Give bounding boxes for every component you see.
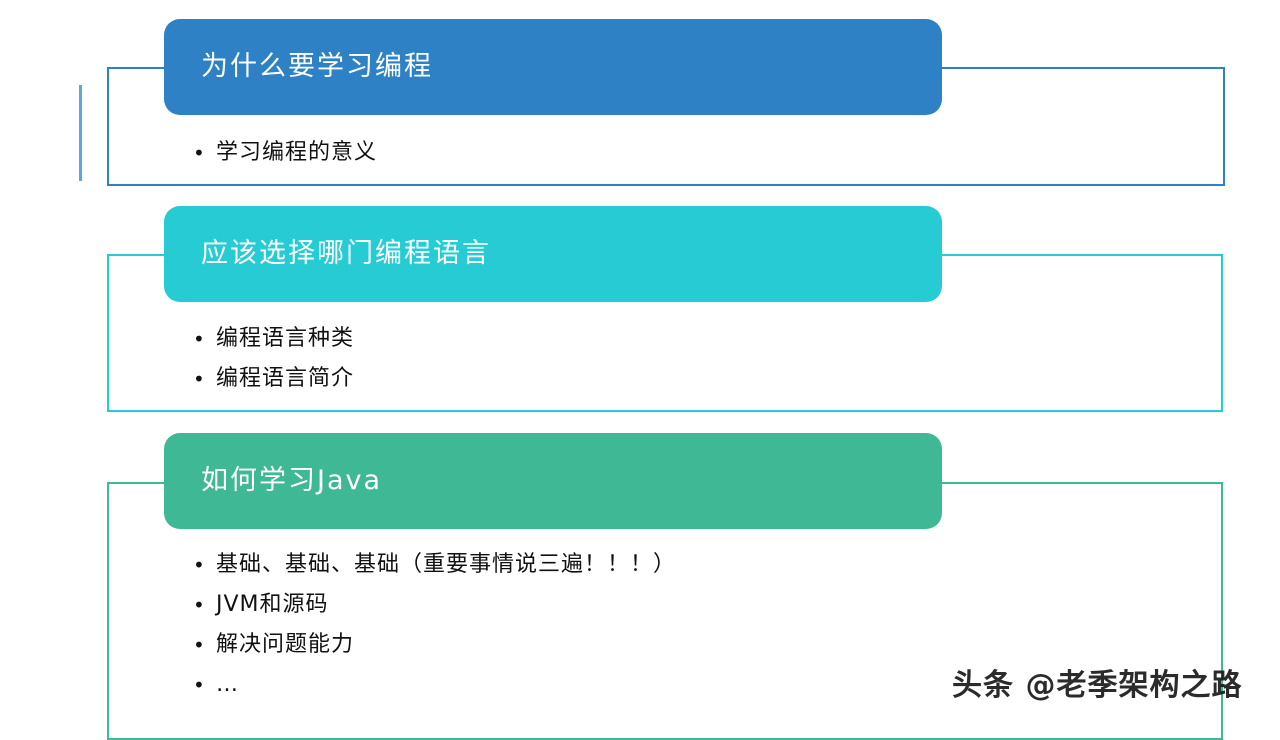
section-1-title: 为什么要学习编程 <box>201 51 433 83</box>
watermark-text: 头条 @老季架构之路 <box>952 668 1243 703</box>
list-item-label: 编程语言种类 <box>216 326 355 351</box>
list-item: • JVM和源码 <box>193 585 676 625</box>
section-1-header[interactable]: 为什么要学习编程 <box>164 19 942 115</box>
list-item-label: 编程语言简介 <box>216 366 355 391</box>
bullet-icon: • <box>193 141 206 165</box>
section-3-bullet-list: • 基础、基础、基础（重要事情说三遍！！！） • JVM和源码 • 解决问题能力… <box>193 545 676 705</box>
bullet-icon: • <box>193 673 206 697</box>
list-item-label: 基础、基础、基础（重要事情说三遍！！！） <box>216 552 677 577</box>
list-item-label: 解决问题能力 <box>216 632 355 657</box>
bullet-icon: • <box>193 633 206 657</box>
bullet-icon: • <box>193 327 206 351</box>
section-1-bullet-list: • 学习编程的意义 <box>193 133 377 173</box>
list-item: • 基础、基础、基础（重要事情说三遍！！！） <box>193 545 676 585</box>
list-item-label: JVM和源码 <box>216 592 329 617</box>
section-3-header[interactable]: 如何学习Java <box>164 433 942 529</box>
list-item-label: … <box>216 672 239 697</box>
list-item-label: 学习编程的意义 <box>216 140 378 165</box>
section-3-title: 如何学习Java <box>201 465 383 497</box>
list-item: • 编程语言简介 <box>193 359 354 399</box>
bullet-icon: • <box>193 593 206 617</box>
list-item: • 学习编程的意义 <box>193 133 377 173</box>
slide-canvas: 为什么要学习编程 • 学习编程的意义 应该选择哪门编程语言 • 编程语言种类 •… <box>79 19 1243 740</box>
section-2-header[interactable]: 应该选择哪门编程语言 <box>164 206 942 302</box>
section-2-title: 应该选择哪门编程语言 <box>201 238 491 270</box>
list-item: • 编程语言种类 <box>193 319 354 359</box>
section-1-accent-bar <box>79 85 82 181</box>
bullet-icon: • <box>193 367 206 391</box>
bullet-icon: • <box>193 553 206 577</box>
list-item: • 解决问题能力 <box>193 625 676 665</box>
section-2-bullet-list: • 编程语言种类 • 编程语言简介 <box>193 319 354 399</box>
list-item: • … <box>193 665 676 705</box>
